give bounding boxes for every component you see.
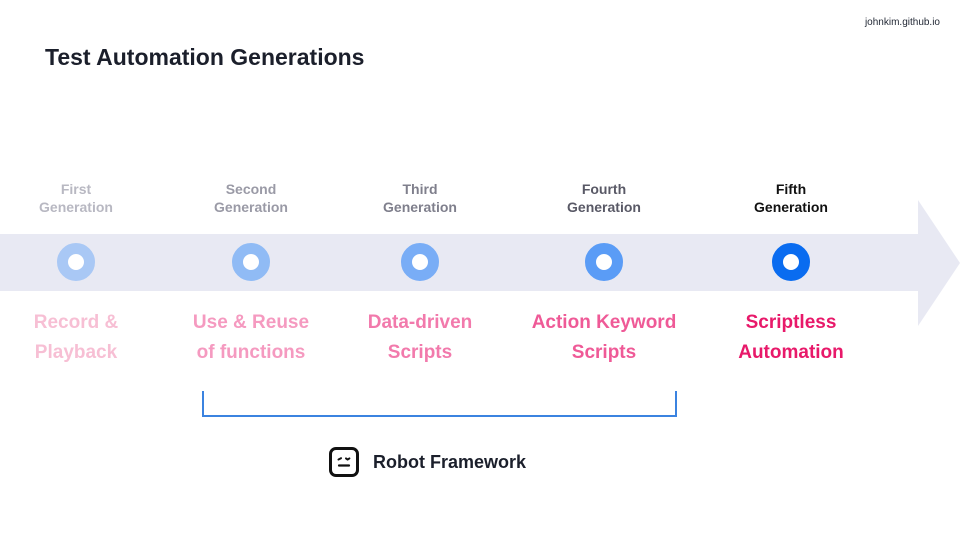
approach-label-3: Data-driven Scripts (325, 308, 515, 368)
timeline-arrow-head (918, 200, 960, 326)
robot-framework-logo-icon (329, 447, 359, 477)
generation-word: Generation (39, 199, 113, 215)
approach-line: Scriptless (745, 312, 837, 333)
approach-line: Action Keyword (531, 312, 677, 333)
generation-word: Generation (214, 199, 288, 215)
approach-line: Record & (33, 312, 119, 333)
approach-label-1: Record & Playback (0, 308, 171, 368)
generation-ordinal: Fourth (581, 181, 627, 197)
timeline-node-5 (772, 243, 810, 281)
approach-label-5: Scriptless Automation (696, 308, 886, 368)
approach-label-2: Use & Reuse of functions (156, 308, 346, 368)
page-title: Test Automation Generations (45, 44, 365, 70)
approach-line: Data-driven (367, 312, 473, 333)
timeline-node-4 (585, 243, 623, 281)
generation-label-2: Second Generation (176, 180, 326, 216)
generation-word: Generation (754, 199, 828, 215)
site-url[interactable]: johnkim.github.io (864, 17, 940, 28)
timeline-band (0, 234, 918, 291)
generation-label-5: Fifth Generation (716, 180, 866, 216)
generation-label-4: Fourth Generation (529, 180, 679, 216)
approach-line: Playback (34, 342, 118, 363)
generation-label-3: Third Generation (345, 180, 495, 216)
generation-ordinal: Second (225, 181, 277, 197)
approach-label-4: Action Keyword Scripts (509, 308, 699, 368)
approach-line: Use & Reuse (192, 312, 310, 333)
framework-label: Robot Framework (373, 452, 527, 472)
generation-ordinal: Fifth (775, 181, 807, 197)
approach-line: of functions (196, 342, 306, 363)
timeline-node-2 (232, 243, 270, 281)
generation-ordinal: First (60, 181, 92, 197)
timeline-node-3 (401, 243, 439, 281)
approach-line: Scripts (571, 342, 637, 363)
generation-ordinal: Third (402, 181, 438, 197)
generation-word: Generation (383, 199, 457, 215)
approach-line: Automation (738, 342, 844, 363)
generation-label-1: First Generation (1, 180, 151, 216)
framework-bracket (202, 391, 677, 417)
generation-word: Generation (567, 199, 641, 215)
timeline-node-1 (57, 243, 95, 281)
approach-line: Scripts (387, 342, 453, 363)
